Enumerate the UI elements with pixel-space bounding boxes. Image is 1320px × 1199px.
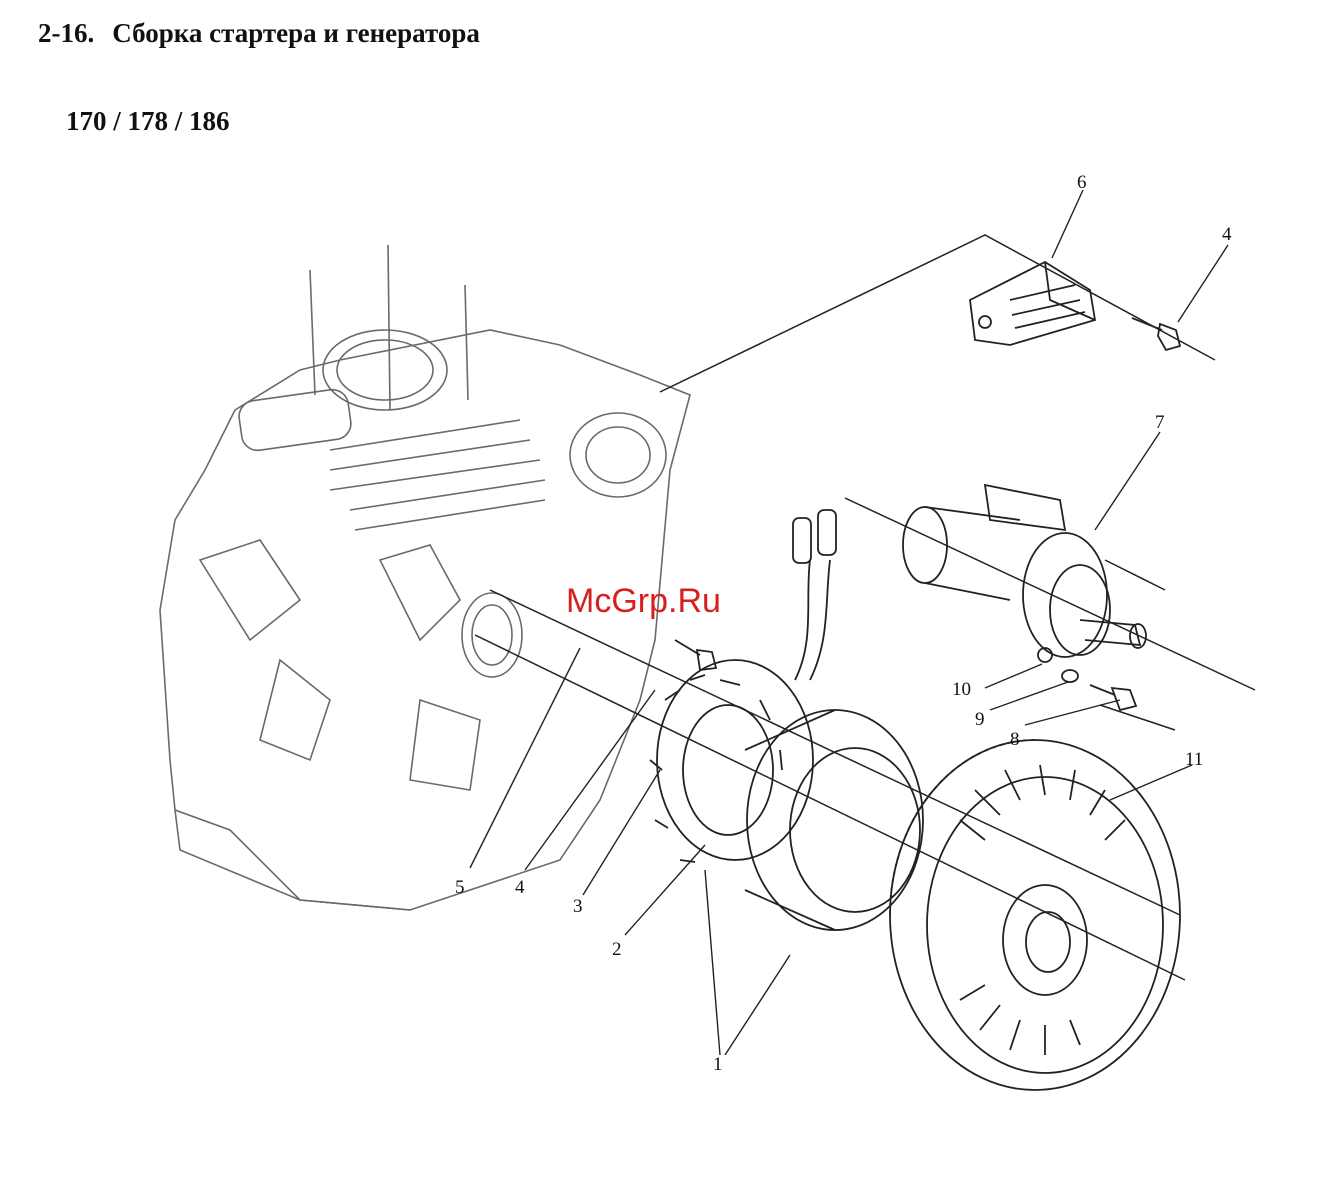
callout-3: 3 — [573, 896, 583, 917]
watermark: McGrp.Ru — [566, 582, 721, 620]
stator-assembly — [650, 510, 836, 862]
starter-motor — [903, 485, 1146, 662]
callout-11: 11 — [1185, 749, 1203, 770]
callout-5: 5 — [455, 877, 465, 898]
callout-10: 10 — [952, 679, 971, 700]
callout-8: 8 — [1010, 729, 1020, 750]
callout-6: 6 — [1077, 172, 1087, 193]
callout-1: 1 — [713, 1054, 723, 1075]
relay-bolt — [1132, 318, 1180, 350]
callout-9: 9 — [975, 709, 985, 730]
starter-relay — [970, 262, 1095, 345]
callout-2: 2 — [612, 939, 622, 960]
magnet-ring — [745, 710, 923, 930]
callout-7: 7 — [1155, 412, 1165, 433]
callout-4-relay-bolt: 4 — [1222, 224, 1232, 245]
flywheel — [890, 740, 1180, 1090]
callout-4-stator-bolt: 4 — [515, 877, 525, 898]
crankcase-block — [160, 245, 690, 910]
starter-bolt-washer — [1062, 670, 1136, 710]
